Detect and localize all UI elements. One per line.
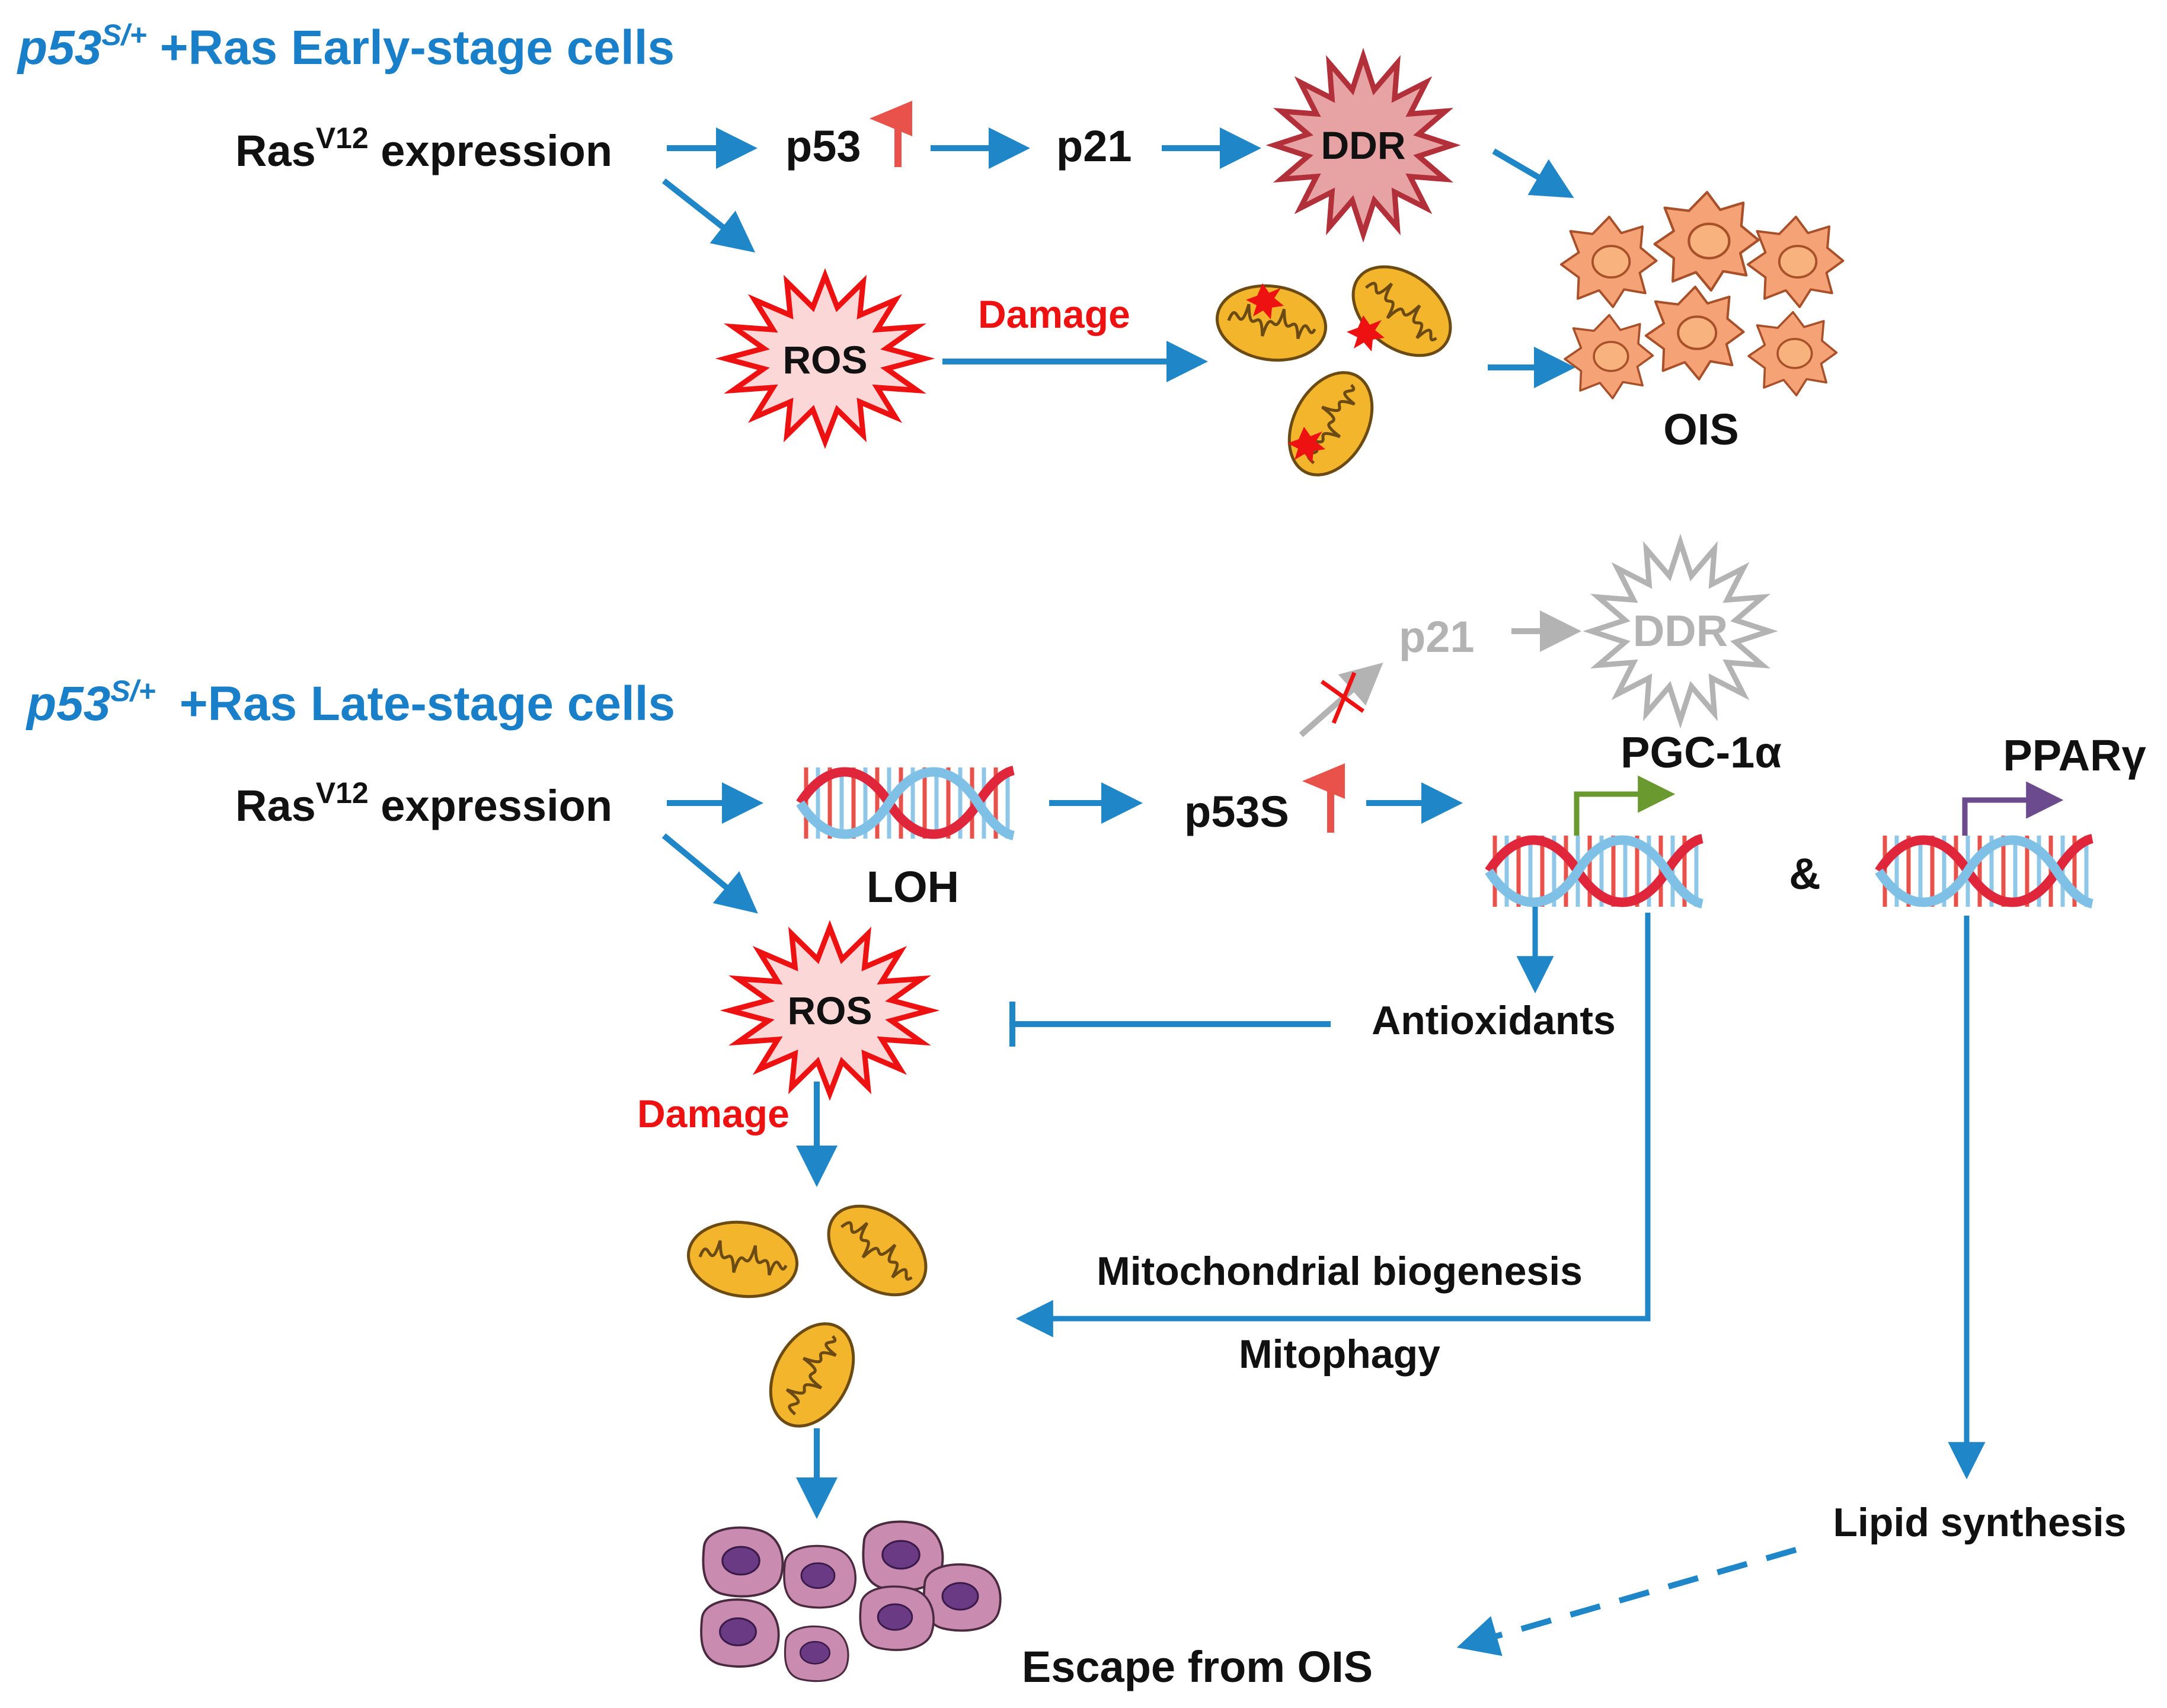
early-stage-panel: p53S/++Ras Early-stage cells RasV12 expr…	[17, 18, 1845, 490]
ppar-transcription-arrow	[1962, 781, 2064, 836]
senescent-cells-icon	[1559, 192, 1845, 399]
arrow-ras-to-ros-late	[661, 833, 758, 914]
loh-dna-icon	[800, 767, 1014, 839]
block-cross-icon	[1320, 671, 1365, 724]
mitophagy-label: Mitophagy	[1239, 1332, 1440, 1377]
arrow-p53s-to-p21-blocked	[1299, 663, 1383, 737]
antioxidants-label: Antioxidants	[1372, 998, 1616, 1043]
late-stage-title: p53S/++Ras Late-stage cells	[25, 674, 675, 731]
pgc1a-dna-icon	[1489, 836, 1702, 907]
arrow-lipid-to-escape	[1456, 1547, 1797, 1656]
ppar-dna-icon	[1879, 836, 2092, 907]
early-stage-title: p53S/++Ras Early-stage cells	[17, 18, 675, 75]
damage-label-early: Damage	[978, 292, 1130, 336]
ddr-inactive-burst-icon: DDR	[1583, 533, 1778, 729]
pgc1a-label: PGC-1α	[1621, 728, 1782, 777]
ampersand-label: &	[1789, 849, 1820, 898]
mito-biogenesis-label: Mitochondrial biogenesis	[1097, 1249, 1583, 1294]
ppar-label: PPARγ	[2003, 731, 2146, 780]
arrow-ddr-to-ois	[1492, 148, 1574, 199]
ois-label: OIS	[1663, 405, 1738, 454]
loh-label: LOH	[867, 862, 959, 911]
p21-node: p21	[1056, 121, 1132, 171]
ros-label: ROS	[782, 338, 867, 382]
mitochondria-icon-late	[683, 1188, 942, 1441]
damage-label-late: Damage	[637, 1092, 790, 1136]
arrow-pgc1a-to-mitochondria	[1015, 913, 1651, 1338]
p21-inactive-node: p21	[1399, 612, 1475, 661]
ros-burst-icon: ROS	[715, 268, 935, 449]
escaped-cells-icon	[700, 1520, 1002, 1683]
ros-label-late: ROS	[787, 989, 872, 1032]
ros-burst-icon-late: ROS	[720, 920, 940, 1101]
lipid-synthesis-label: Lipid synthesis	[1833, 1500, 2127, 1545]
arrow-ras-to-ros	[661, 178, 756, 253]
ras-expression-early: RasV12 expression	[235, 121, 612, 175]
damaged-mitochondria-icon	[1212, 249, 1467, 490]
inhibition-bar-icon	[1009, 1002, 1331, 1047]
ras-expression-late: RasV12 expression	[235, 776, 612, 830]
escape-from-ois-label: Escape from OIS	[1022, 1642, 1373, 1691]
ddr-inactive-label: DDR	[1633, 606, 1728, 655]
p53s-node: p53S	[1184, 787, 1289, 836]
late-stage-panel: p53S/++Ras Late-stage cells RasV12 expre…	[25, 533, 2146, 1691]
pgc1a-transcription-arrow	[1574, 775, 1676, 836]
ddr-label: DDR	[1321, 123, 1406, 167]
ddr-burst-icon: DDR	[1265, 47, 1461, 243]
p53-node: p53	[785, 121, 861, 171]
